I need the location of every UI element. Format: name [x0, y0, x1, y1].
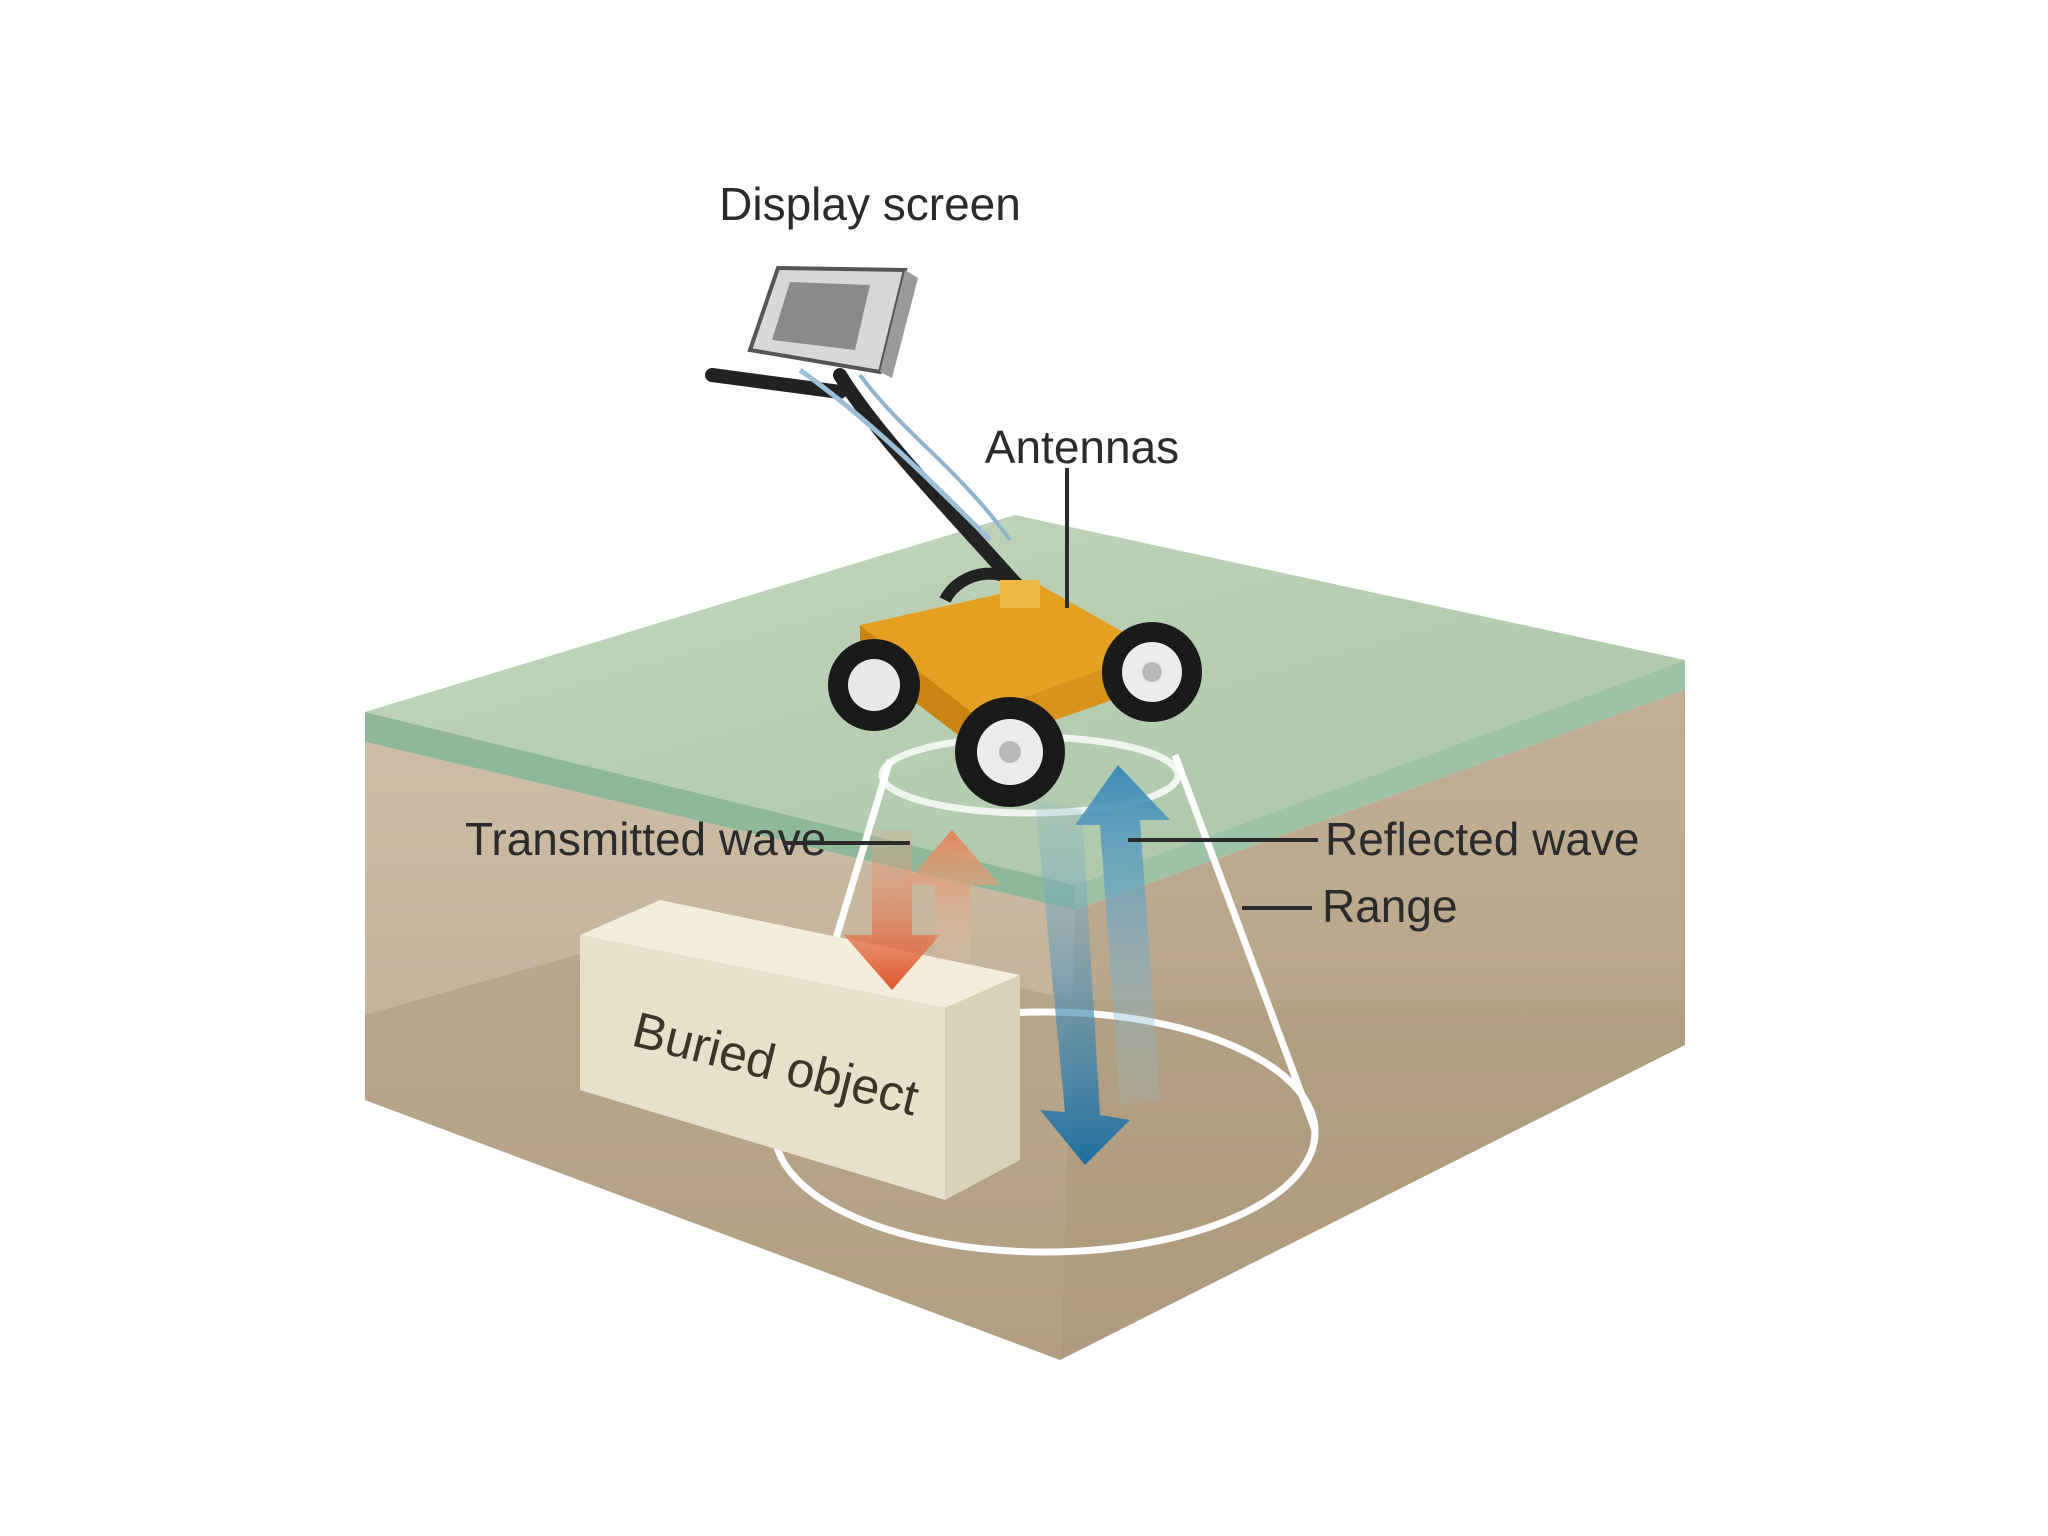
wheel-front	[955, 697, 1065, 807]
label-display-screen: Display screen	[719, 178, 1021, 230]
buried-object	[580, 900, 1020, 1200]
label-antennas: Antennas	[985, 421, 1179, 473]
display-screen-icon	[747, 265, 918, 378]
transmitted-arrow-up	[904, 830, 1000, 960]
reflected-wave-arrows	[1035, 765, 1170, 1165]
reflected-arrow-down	[1035, 800, 1130, 1165]
leader-lines	[785, 468, 1318, 910]
wheel-back-right	[1102, 622, 1202, 722]
grass-edge-side	[1075, 660, 1685, 910]
label-reflected-wave: Reflected wave	[1325, 813, 1640, 865]
reflected-arrow-up	[1075, 765, 1170, 1105]
transmitted-wave-arrows	[844, 830, 1000, 990]
label-transmitted-wave: Transmitted wave	[465, 813, 826, 865]
wheel-back-left	[828, 639, 920, 731]
ground-penetrating-radar-cart-icon	[828, 580, 1202, 807]
transmitted-arrow-down	[844, 830, 940, 990]
label-range: Range	[1322, 880, 1458, 932]
cart-handle	[705, 367, 1037, 607]
